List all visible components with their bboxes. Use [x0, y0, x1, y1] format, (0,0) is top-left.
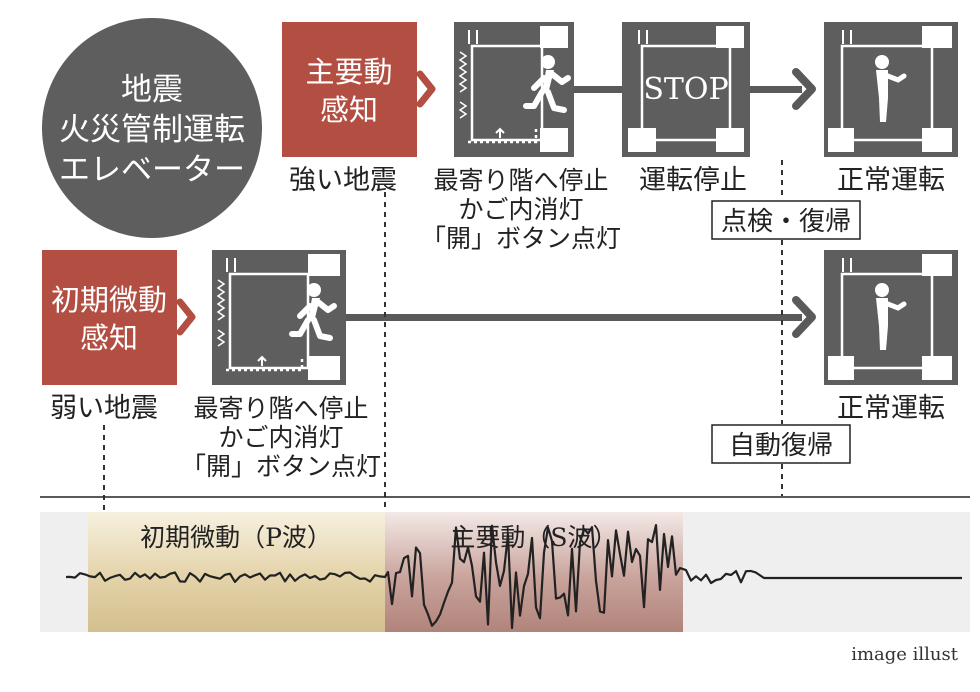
strong-quake-caption: 強い地震	[289, 165, 397, 196]
seismograph: 初期微動（P波） 主要動（S波）	[40, 496, 970, 632]
p-wave-band	[88, 512, 385, 632]
strong-step1-caption-1: 最寄り階へ停止	[433, 166, 608, 195]
badge-line-1: 地震	[121, 72, 183, 108]
strong-step1-caption-3: 「開」ボタン点灯	[421, 224, 621, 253]
inspection-recovery-box	[711, 200, 861, 240]
elevator-exit-icon	[454, 22, 574, 157]
p-wave-label: 初期微動（P波）	[140, 523, 332, 552]
strong-step1-caption-2: かご内消灯	[458, 195, 583, 224]
inspection-recovery-label: 点検・復帰	[721, 207, 851, 237]
strong-final-caption: 正常運転	[837, 165, 945, 196]
main-motion-trigger-line-1: 主要動	[305, 55, 392, 89]
main-motion-trigger-line-2: 感知	[320, 93, 378, 127]
weak-quake-caption: 弱い地震	[50, 393, 158, 424]
title-badge: 地震 火災管制運転 エレベーター	[42, 18, 262, 238]
image-illust-note: image illust	[851, 644, 959, 665]
initial-tremor-trigger-line-2: 感知	[80, 321, 138, 355]
weak-arrow-head-icon	[792, 296, 816, 338]
initial-tremor-trigger-line-1: 初期微動	[51, 283, 167, 317]
strong-connector-1	[574, 86, 622, 93]
strong-step2-caption: 運転停止	[639, 165, 747, 196]
initial-tremor-trigger-box	[42, 250, 177, 385]
weak-trigger-arrow-icon	[176, 298, 196, 336]
weak-step1-caption-2: かご内消灯	[218, 423, 343, 452]
strong-quake-row: 主要動 感知 強い地震 最寄り階へ停止 かご内消灯 「開」ボタン点灯	[282, 22, 958, 253]
auto-recovery-box	[711, 424, 851, 464]
stop-sign-text: STOP	[643, 72, 728, 107]
auto-recovery-label: 自動復帰	[729, 431, 833, 461]
badge-line-2: 火災管制運転	[59, 112, 245, 148]
weak-connector	[346, 314, 802, 321]
seismic-waveform	[65, 523, 962, 630]
main-motion-trigger-box	[282, 22, 417, 157]
weak-elevator-normal-icon	[824, 250, 958, 385]
weak-step1-caption-3: 「開」ボタン点灯	[181, 452, 381, 481]
strong-connector-2	[750, 86, 802, 93]
elevator-stop-icon	[622, 22, 750, 157]
trigger-arrow-icon	[416, 70, 436, 108]
badge-line-3: エレベーター	[59, 152, 245, 188]
weak-step1-caption-1: 最寄り階へ停止	[193, 394, 368, 423]
badge-circle	[42, 18, 262, 238]
weak-final-caption: 正常運転	[837, 393, 945, 424]
weak-quake-row: 初期微動 感知 弱い地震 最寄り階へ停止 かご内消灯 「開」ボタン点灯	[42, 250, 958, 481]
elevator-normal-icon	[824, 22, 958, 157]
strong-arrow-head-icon	[792, 68, 816, 110]
weak-elevator-exit-icon	[212, 250, 346, 385]
s-wave-label: 主要動（S波）	[450, 523, 617, 552]
